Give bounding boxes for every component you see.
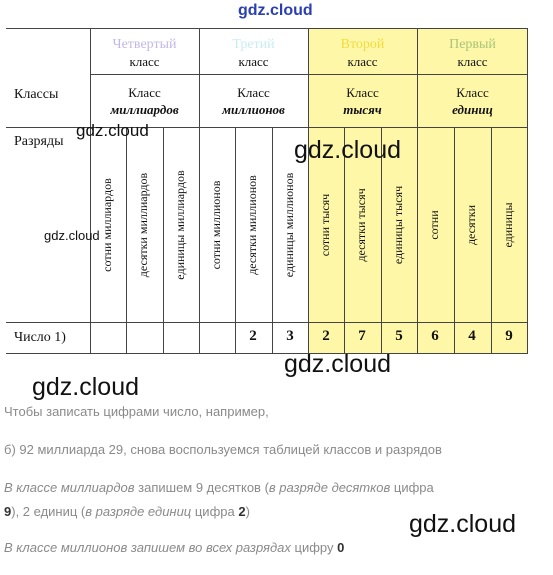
header-class-3: Третий класс <box>232 37 275 69</box>
rank-label: сотни <box>427 210 441 240</box>
digit-cell: 2 <box>249 328 257 344</box>
rank-label: единицы миллиардов <box>173 170 187 280</box>
digit-cell: 2 <box>322 328 330 344</box>
digit-cell: 9 <box>505 328 513 344</box>
rank-label: десятки миллиардов <box>136 172 150 278</box>
watermark-top: gdz.cloud <box>238 2 313 19</box>
text-line-2: б) 92 миллиарда 29, снова воспользуемся … <box>4 442 442 457</box>
watermark-below-table: gdz.cloud <box>284 350 392 378</box>
watermark-mid-small: gdz.cloud <box>76 121 149 140</box>
digit-cell: 5 <box>395 328 403 344</box>
watermark-bottom-right: gdz.cloud <box>409 510 517 538</box>
digit-cell: 7 <box>358 328 366 344</box>
watermark-mid-large: gdz.cloud <box>294 136 402 164</box>
rank-label: сотни миллионов <box>209 180 223 270</box>
yellow-fill-units <box>417 28 528 354</box>
header-class-2: Второй класс <box>340 37 385 69</box>
watermark-left-large: gdz.cloud <box>32 373 140 401</box>
digit-cell: 4 <box>468 328 476 344</box>
rank-label: десятки миллионов <box>245 175 259 275</box>
row-label-ranks: Разряды <box>14 134 64 149</box>
text-line-5: В классе миллионов запишем во всех разря… <box>4 540 345 555</box>
class-millions: Класс миллионов <box>222 85 285 117</box>
classes-ranks-table: Четвертый класс Третий класс Второй клас… <box>6 28 528 354</box>
rank-label: единицы <box>501 202 515 248</box>
class-billions: Класс миллиардов <box>110 85 179 117</box>
digit-cell: 6 <box>431 328 439 344</box>
text-line-1: Чтобы записать цифрами число, например, <box>4 404 269 419</box>
row-label-number: Число 1) <box>14 330 66 345</box>
yellow-fill-thousands <box>308 28 417 354</box>
digit-cell: 3 <box>286 328 294 344</box>
rank-label: десятки <box>464 204 478 246</box>
class-thousands: Класс тысяч <box>343 85 382 117</box>
row-label-classes: Классы <box>14 87 59 102</box>
class-units: Класс единиц <box>452 85 493 117</box>
watermark-left-small: gdz.cloud <box>44 228 100 243</box>
header-class-4: Четвертый класс <box>112 37 177 69</box>
rank-label: сотни миллиардов <box>100 178 114 272</box>
header-class-1: Первый класс <box>449 37 496 69</box>
text-line-3: В классе миллиардов запишем 9 десятков (… <box>4 480 434 495</box>
text-line-4: 9), 2 единиц (в разряде единиц цифра 2) <box>4 504 250 519</box>
